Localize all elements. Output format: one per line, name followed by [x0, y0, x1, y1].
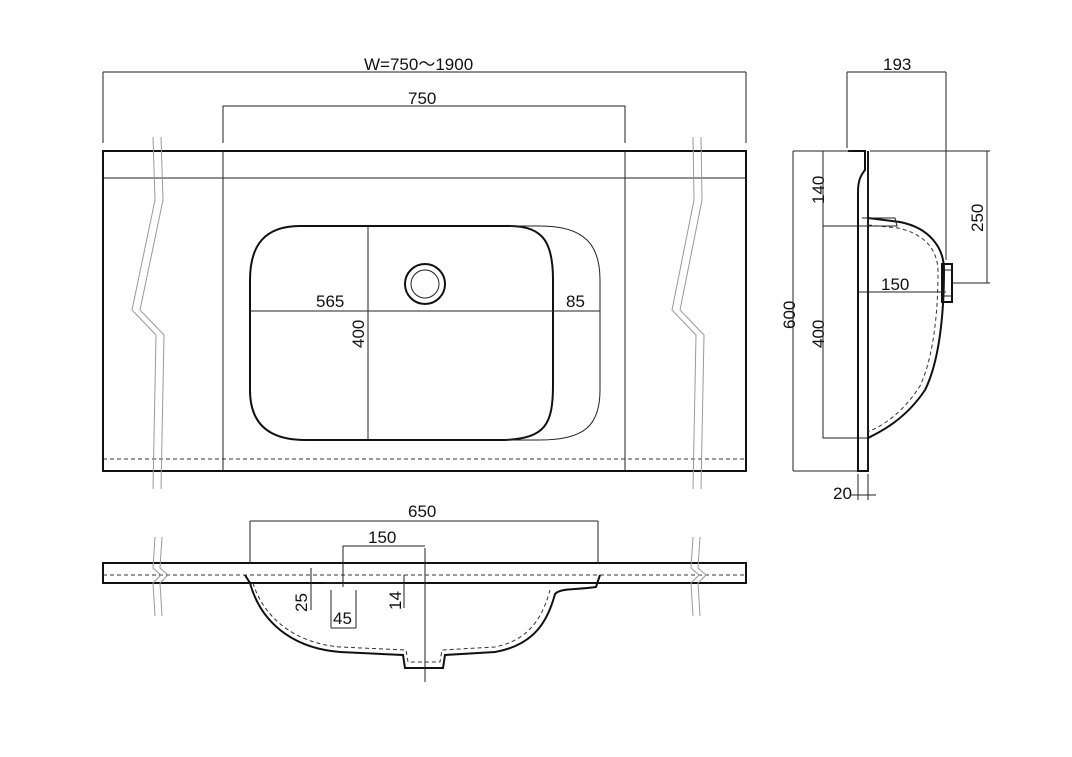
front-150-label: 150: [368, 528, 396, 547]
side-193-label: 193: [883, 55, 911, 74]
side-section-view: 193 600 140 400 250 150 20: [780, 55, 990, 503]
front-650-label: 650: [408, 502, 436, 521]
front-25-label: 25: [292, 593, 311, 612]
front-break-left-2: [152, 536, 162, 617]
plan-drain-outer: [404, 263, 446, 305]
plan-bowl-extension: [505, 225, 601, 441]
side-profile-outline: [848, 150, 869, 472]
front-basin-inner-dash: [252, 582, 551, 663]
plan-bowl-outline: [249, 225, 554, 441]
plan-85-label: 85: [566, 292, 585, 311]
side-150-label: 150: [881, 275, 909, 294]
total-width-label: W=750～1900: [364, 55, 473, 74]
plan-view: 565 85 400 W=750～1900 750: [102, 55, 747, 490]
width-750-label: 750: [408, 89, 436, 108]
front-section-view: 650 150 25 14 45: [102, 502, 747, 682]
side-bowl-inner-dash: [867, 224, 939, 433]
plan-counter-outline: [102, 150, 747, 472]
front-basin-profile: [244, 574, 601, 669]
plan-400-label: 400: [349, 320, 368, 348]
front-break-right: [697, 536, 707, 617]
side-140-label: 140: [809, 176, 828, 204]
front-break-right-2: [690, 536, 700, 617]
side-250-label: 250: [968, 204, 987, 232]
plan-break-right: [679, 136, 705, 490]
front-45-label: 45: [333, 609, 352, 628]
plan-break-right-2: [671, 136, 697, 490]
side-20-label: 20: [833, 484, 852, 503]
plan-565-label: 565: [316, 292, 344, 311]
plan-drain-inner: [410, 269, 440, 299]
side-bowl-profile: [867, 217, 946, 439]
side-rim-detail: [862, 217, 898, 227]
front-break-left: [159, 536, 169, 617]
plan-break-left-2: [131, 136, 157, 490]
side-400-label: 400: [809, 320, 828, 348]
plan-break-left: [139, 136, 165, 490]
front-14-label: 14: [386, 591, 405, 610]
side-600-label: 600: [780, 301, 799, 329]
